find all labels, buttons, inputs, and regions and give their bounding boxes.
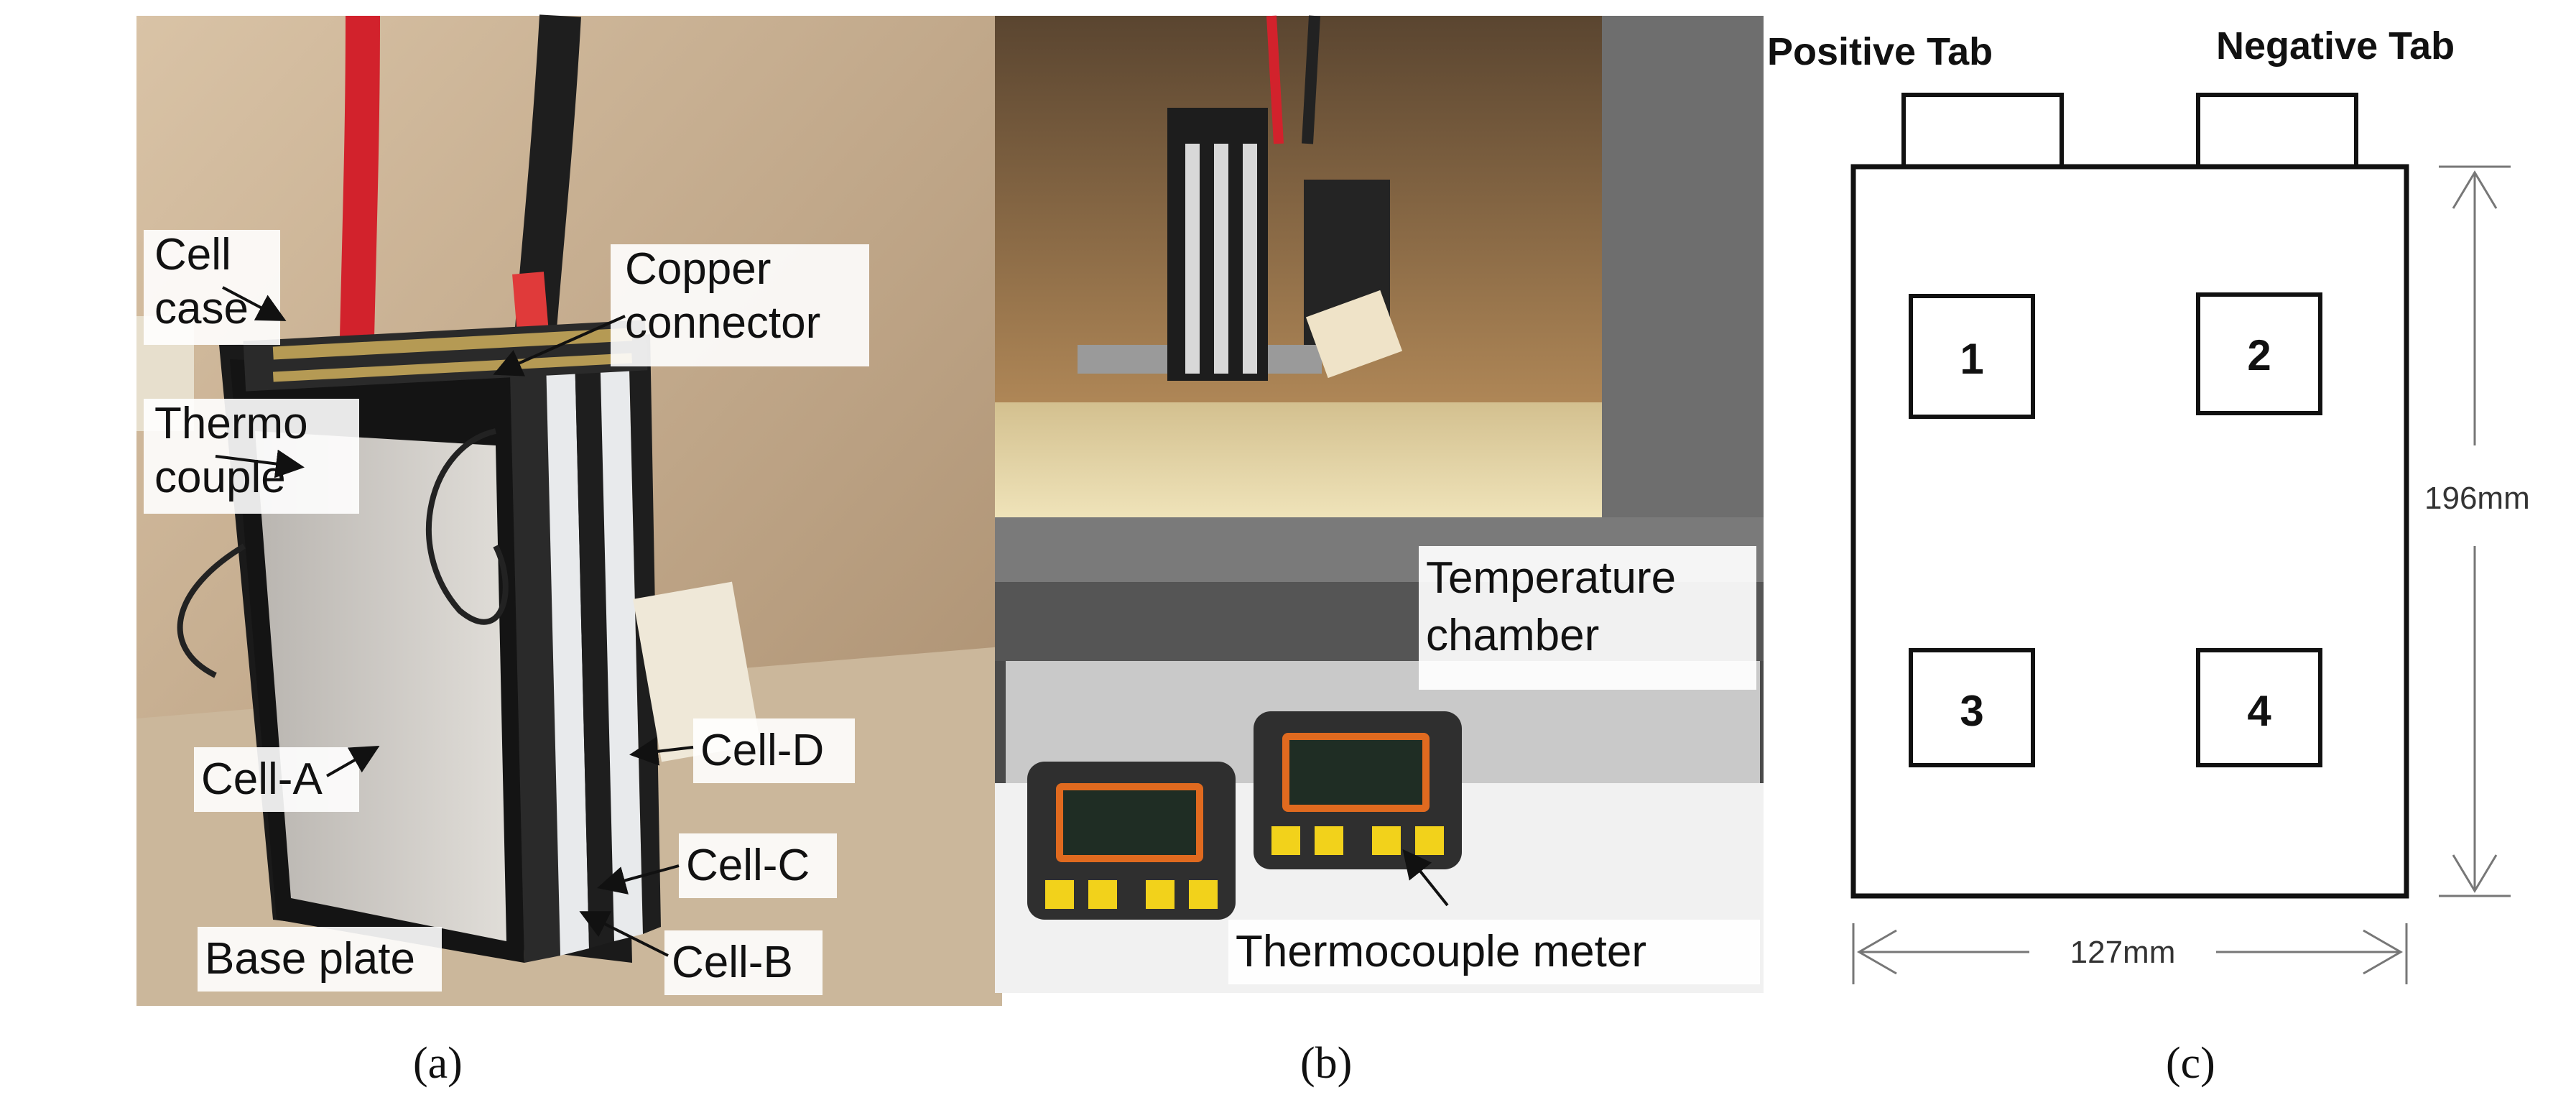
panel-a-labels: Cell case Copper connector Thermo couple…	[154, 230, 824, 987]
arrow-cell-d	[629, 736, 694, 766]
label-cell-case-line2: case	[154, 284, 249, 333]
arrow-copper-connector	[493, 315, 626, 376]
point-1-number: 1	[1960, 335, 1983, 383]
arrow-cell-b	[579, 911, 669, 957]
caption-c: (c)	[2166, 1039, 2215, 1088]
panel-b-photo	[995, 15, 1764, 993]
thermocouple-point-2	[2196, 292, 2322, 415]
label-copper-connector-line1: Copper	[625, 244, 771, 294]
negative-tab-label: Negative Tab	[2216, 24, 2455, 68]
arrow-thermocouple	[215, 449, 305, 479]
label-thermocouple-line1: Thermo	[154, 399, 308, 448]
positive-tab	[1901, 93, 2064, 169]
cell-outline	[1850, 164, 2409, 899]
arrow-cell-case	[222, 286, 287, 321]
thermocouple-meter-right	[1254, 711, 1462, 869]
label-cell-case-line1: Cell	[154, 230, 231, 279]
arrow-cell-c	[597, 864, 680, 895]
label-cell-a: Cell-A	[201, 754, 323, 804]
positive-tab-label: Positive Tab	[1767, 30, 1993, 73]
label-temperature-chamber-line1: Temperature	[1426, 553, 1676, 603]
thermocouple-point-4	[2196, 648, 2322, 767]
arrow-thermocouple-meter	[1402, 849, 1449, 907]
arrow-cell-a	[326, 746, 380, 777]
panel-b-labels: Temperature chamber Thermocouple meter	[1236, 553, 1676, 976]
caption-b: (b)	[1300, 1039, 1352, 1088]
height-dimension	[2439, 165, 2511, 897]
label-thermocouple-line2: couple	[154, 453, 286, 502]
thermocouple-point-1	[1909, 294, 2035, 419]
label-cell-c: Cell-C	[686, 841, 810, 890]
label-cell-b: Cell-B	[672, 938, 793, 987]
point-2-number: 2	[2247, 331, 2271, 379]
point-4-number: 4	[2247, 687, 2271, 735]
caption-a: (a)	[413, 1039, 463, 1088]
width-dimension	[1852, 923, 2408, 984]
label-thermocouple-meter: Thermocouple meter	[1236, 927, 1646, 976]
panel-a-photo	[136, 14, 1002, 1006]
panel-c-schematic: Positive Tab Negative Tab 1 2 3 4 196mm	[1767, 24, 2530, 984]
label-base-plate: Base plate	[205, 934, 415, 984]
width-label: 127mm	[2070, 935, 2176, 970]
thermocouple-meter-left	[1027, 762, 1236, 920]
label-copper-connector-line2: connector	[625, 298, 820, 348]
thermocouple-point-3	[1909, 648, 2035, 767]
point-3-number: 3	[1960, 687, 1983, 735]
label-cell-d: Cell-D	[700, 726, 824, 775]
height-label: 196mm	[2424, 481, 2530, 516]
label-temperature-chamber-line2: chamber	[1426, 611, 1599, 660]
negative-tab	[2196, 93, 2358, 169]
